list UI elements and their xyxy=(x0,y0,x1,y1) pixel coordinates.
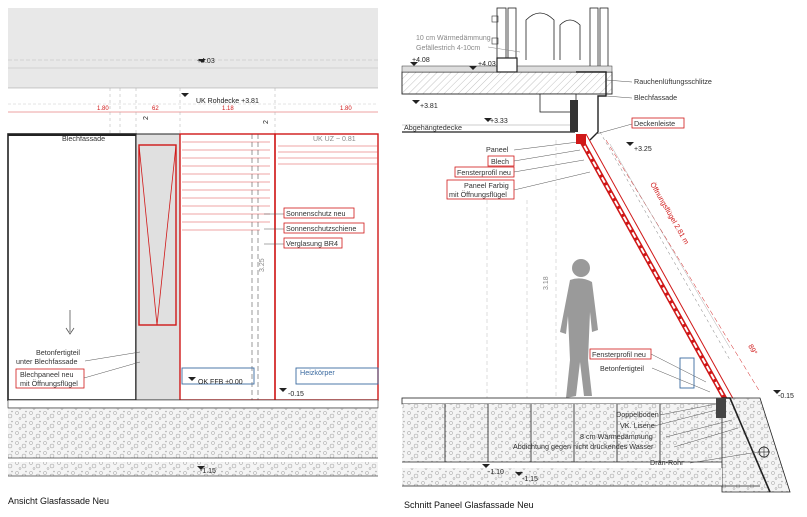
callout-blechpaneel: Blechpaneel neu mit Öffnungsflügel xyxy=(15,361,141,389)
level-381: +3.81 xyxy=(420,103,438,110)
sonnenschutz-right xyxy=(274,133,379,401)
level-333: +3.33 xyxy=(490,118,508,125)
svg-text:Fensterprofil neu: Fensterprofil neu xyxy=(592,350,646,359)
svg-text:Betonfertigteil: Betonfertigteil xyxy=(36,348,80,357)
label-betonfertigteil-r: Betonfertigteil xyxy=(600,364,644,373)
svg-text:Abdichtung gegen nicht drücken: Abdichtung gegen nicht drückendes Wasser xyxy=(513,442,654,451)
floor-slab xyxy=(7,399,379,409)
callout-fensterprofil-2: Fensterprofil neu xyxy=(589,348,707,383)
svg-text:8 cm Wärmedämmung: 8 cm Wärmedämmung xyxy=(580,432,653,441)
right-section: 10 cm Wärmedämmung Gefällestrich 4-10cm … xyxy=(401,7,794,510)
callout-paneel-farbig: Paneel Farbig mit Öffnungsflügel xyxy=(446,171,591,200)
roof-slab xyxy=(401,71,613,95)
callout-betonfertigteil: Betonfertigteil unter Blechfassade xyxy=(16,348,141,366)
hidden-uz: UK UZ ~ 0.81 xyxy=(313,136,356,143)
dim-1: 1.80 xyxy=(97,106,109,112)
svg-text:Sonnenschutzschiene: Sonnenschutzschiene xyxy=(286,224,356,233)
level-m015: -0.15 xyxy=(778,393,794,400)
callout-verglasung: Verglasung BR4 xyxy=(264,237,343,249)
heater-right xyxy=(679,357,695,389)
caption-left: Ansicht Glasfassade Neu xyxy=(8,496,109,506)
svg-text:mit Öffnungsflügel: mit Öffnungsflügel xyxy=(449,190,507,199)
label-daemmung-1: 10 cm Wärmedämmung xyxy=(416,35,491,42)
dim-2: 62 xyxy=(152,106,159,112)
callout-fensterprofil: Fensterprofil neu xyxy=(454,159,585,178)
blechpaneel xyxy=(135,133,181,401)
level-408: +4.08 xyxy=(412,57,430,64)
svg-text:Fensterprofil neu: Fensterprofil neu xyxy=(457,168,511,177)
level-403: +4.03 xyxy=(478,61,496,68)
ground-gravel-left xyxy=(8,408,378,458)
callout-deckenleiste: Deckenleiste xyxy=(595,117,685,135)
label-oeffnungsfluegel: Öffnungsflügel 2.81 m xyxy=(648,181,691,246)
svg-text:VK. Lisene: VK. Lisene xyxy=(620,421,655,430)
layer-labels: Doppelboden VK. Lisene 8 cm Wärmedämmung… xyxy=(513,403,759,467)
dim-height-left: 3.25 xyxy=(259,258,266,272)
svg-text:Drän-Rohr: Drän-Rohr xyxy=(650,458,684,467)
inclined-panel xyxy=(576,131,761,410)
dim-height-right: 3.18 xyxy=(543,276,550,290)
ceiling-band xyxy=(8,8,378,88)
svg-text:mit Öffnungsflügel: mit Öffnungsflügel xyxy=(20,379,78,388)
svg-text:Blech: Blech xyxy=(491,157,509,166)
level-minus015: -0.15 xyxy=(288,391,304,398)
ground-gravel-left-2 xyxy=(8,462,378,476)
left-elevation: +4.03 UK Rohdecke +3.81 1.80 62 1.18 1.8… xyxy=(7,8,379,506)
heizkoerper-box-1 xyxy=(181,367,255,385)
level-ffb: OK FFB ±0.00 xyxy=(198,379,243,386)
svg-text:Sonnenschutz neu: Sonnenschutz neu xyxy=(286,209,346,218)
callout-blech: Blech xyxy=(487,149,581,167)
dim-small-2b: 2 xyxy=(263,120,270,124)
level-rohdecke: UK Rohdecke +3.81 xyxy=(196,98,259,105)
dim-small-2: 2 xyxy=(143,116,150,120)
level-m110: -1.10 xyxy=(488,469,504,476)
label-angle: 89° xyxy=(746,343,759,357)
label-heizkoerper: Heizkörper xyxy=(300,368,335,377)
caption-right: Schnitt Paneel Glasfassade Neu xyxy=(404,500,534,510)
label-blechfassade-r: Blechfassade xyxy=(634,93,677,102)
svg-text:Doppelboden: Doppelboden xyxy=(616,410,659,419)
svg-text:Deckenleiste: Deckenleiste xyxy=(634,119,675,128)
label-abgehaengt: Abgehängtedecke xyxy=(404,123,462,132)
dim-4: 1.80 xyxy=(340,106,352,112)
svg-text:Blechpaneel neu: Blechpaneel neu xyxy=(20,370,74,379)
label-daemmung-2: Gefällestrich 4-10cm xyxy=(416,45,480,52)
human-figure xyxy=(560,259,598,398)
label-blechfassade: Blechfassade xyxy=(62,134,105,143)
label-paneel: Paneel xyxy=(486,145,509,154)
level-325: +3.25 xyxy=(634,146,652,153)
level-top: +4.03 xyxy=(197,58,215,65)
svg-text:unter Blechfassade: unter Blechfassade xyxy=(16,357,78,366)
level-m115: -1.15 xyxy=(522,476,538,483)
label-rauch: Rauchenlüftungsschlitze xyxy=(634,77,712,86)
ground-gravel-right xyxy=(402,404,722,462)
level-minus115: -1.15 xyxy=(200,468,216,475)
callout-sonnenschutzschiene: Sonnenschutzschiene xyxy=(264,222,365,234)
callout-sonnenschutz: Sonnenschutz neu xyxy=(264,207,355,219)
heizkoerper-box-2 xyxy=(295,367,379,385)
svg-text:Verglasung BR4: Verglasung BR4 xyxy=(286,239,338,248)
svg-text:Paneel Farbig: Paneel Farbig xyxy=(464,181,509,190)
dim-3: 1.18 xyxy=(222,106,234,112)
